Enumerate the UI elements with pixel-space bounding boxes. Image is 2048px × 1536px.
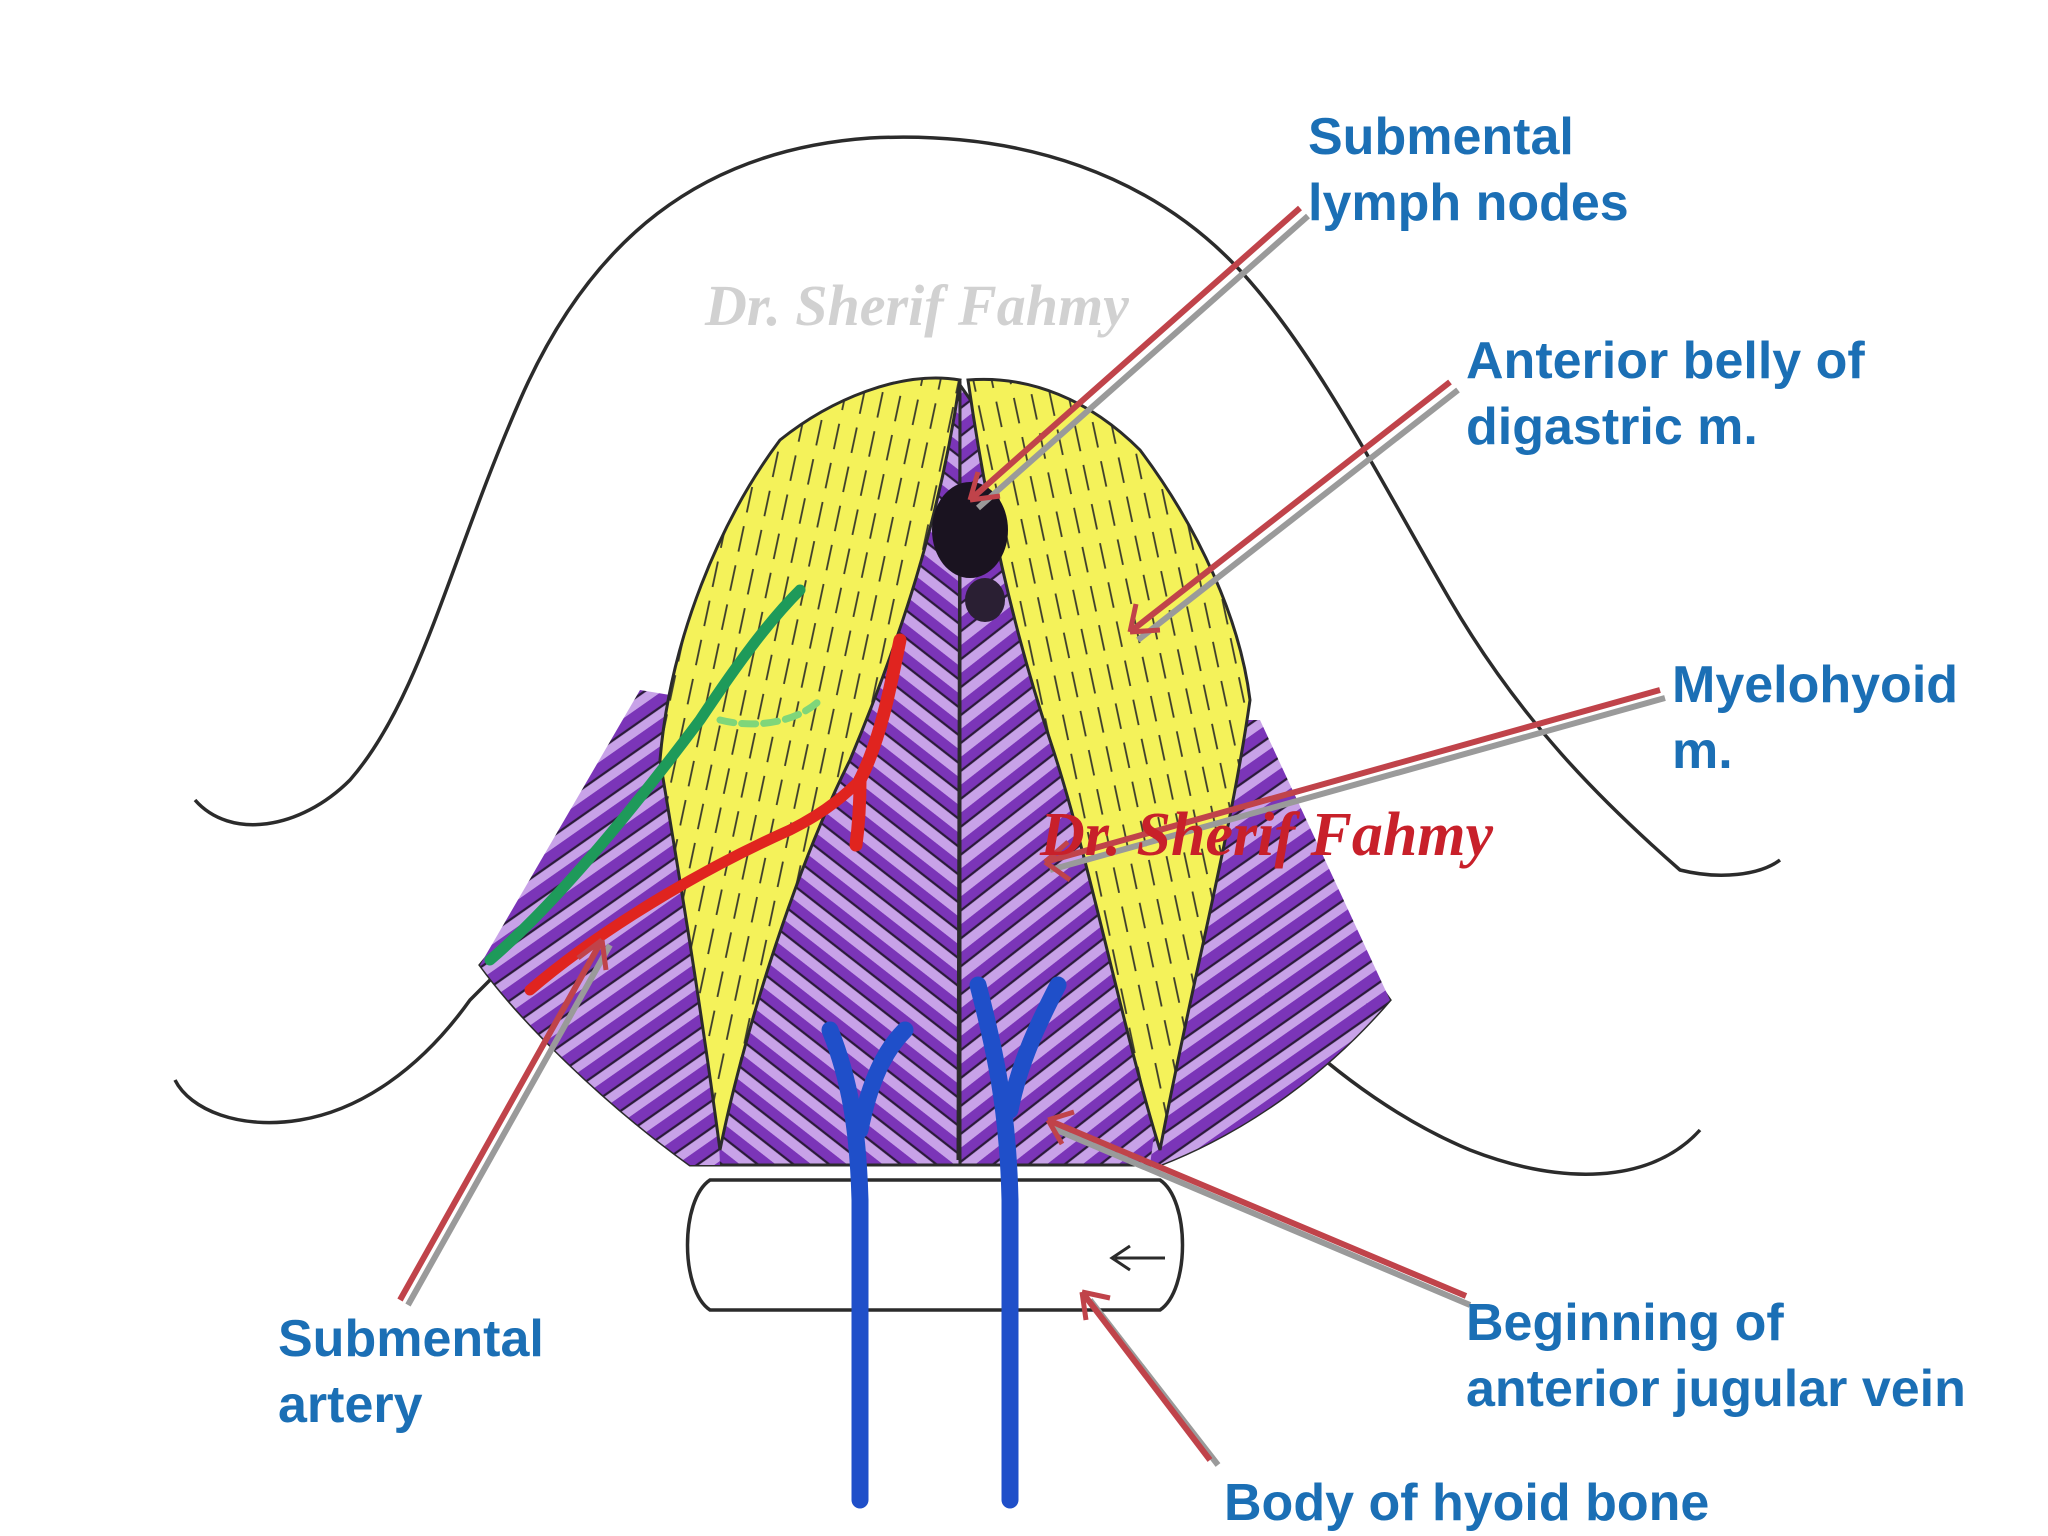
submental-lymph-node-small bbox=[965, 578, 1005, 622]
label-line: anterior jugular vein bbox=[1466, 1360, 1966, 1418]
label-line: Submental bbox=[1308, 108, 1574, 166]
hyoid-bone-body bbox=[685, 1178, 1185, 1312]
pointer-hyoid-bone bbox=[1079, 1289, 1221, 1467]
watermark-top: Dr. Sherif Fahmy bbox=[705, 273, 1129, 338]
submental-lymph-node bbox=[932, 482, 1008, 578]
digastric-anterior-belly-right bbox=[966, 377, 1252, 1151]
label-line: lymph nodes bbox=[1308, 174, 1629, 232]
pointer-jugular-vein bbox=[1045, 1109, 1472, 1308]
submental-artery-branch-lower bbox=[849, 773, 867, 852]
pointer-myelohyoid bbox=[1043, 687, 1666, 883]
hyoid-arrow-mark bbox=[1109, 1244, 1165, 1272]
mylohyoid-left-outer bbox=[480, 690, 720, 1165]
label-submental-lymph-nodes: Submental lymph nodes bbox=[1308, 104, 1629, 236]
label-line: digastric m. bbox=[1466, 398, 1758, 456]
label-anterior-belly-digastric: Anterior belly of digastric m. bbox=[1466, 328, 1865, 460]
pointer-digastric bbox=[1127, 379, 1460, 643]
mandible-inner-outline bbox=[173, 978, 492, 1125]
label-submental-artery: Submental artery bbox=[278, 1306, 544, 1438]
label-line: artery bbox=[278, 1376, 423, 1434]
label-line: Beginning of bbox=[1466, 1294, 1784, 1352]
label-line: Submental bbox=[278, 1310, 544, 1368]
digastric-anterior-belly-left bbox=[658, 376, 962, 1151]
mylohyoid-nerve-branch bbox=[716, 696, 824, 728]
submental-artery-vessel bbox=[524, 774, 866, 996]
pointer-submental-artery bbox=[397, 938, 613, 1307]
mylohyoid-nerve bbox=[484, 584, 806, 966]
anterior-jugular-vein-left bbox=[821, 1021, 914, 1509]
label-myelohyoid: Myelohyoid m. bbox=[1672, 652, 1958, 784]
mandible-outline bbox=[193, 135, 1782, 877]
label-line: Body of hyoid bone bbox=[1224, 1474, 1710, 1532]
pointer-lymph-nodes bbox=[967, 205, 1310, 511]
label-line: Anterior belly of bbox=[1466, 332, 1865, 390]
label-line: m. bbox=[1672, 722, 1733, 780]
submental-artery-branch-upper bbox=[853, 633, 907, 787]
label-anterior-jugular-vein: Beginning of anterior jugular vein bbox=[1466, 1290, 1966, 1422]
watermark-center: Dr. Sherif Fahmy bbox=[1040, 801, 1494, 869]
anterior-jugular-vein-right bbox=[969, 976, 1067, 1509]
label-hyoid-bone: Body of hyoid bone bbox=[1224, 1470, 1709, 1536]
label-line: Myelohyoid bbox=[1672, 656, 1959, 714]
